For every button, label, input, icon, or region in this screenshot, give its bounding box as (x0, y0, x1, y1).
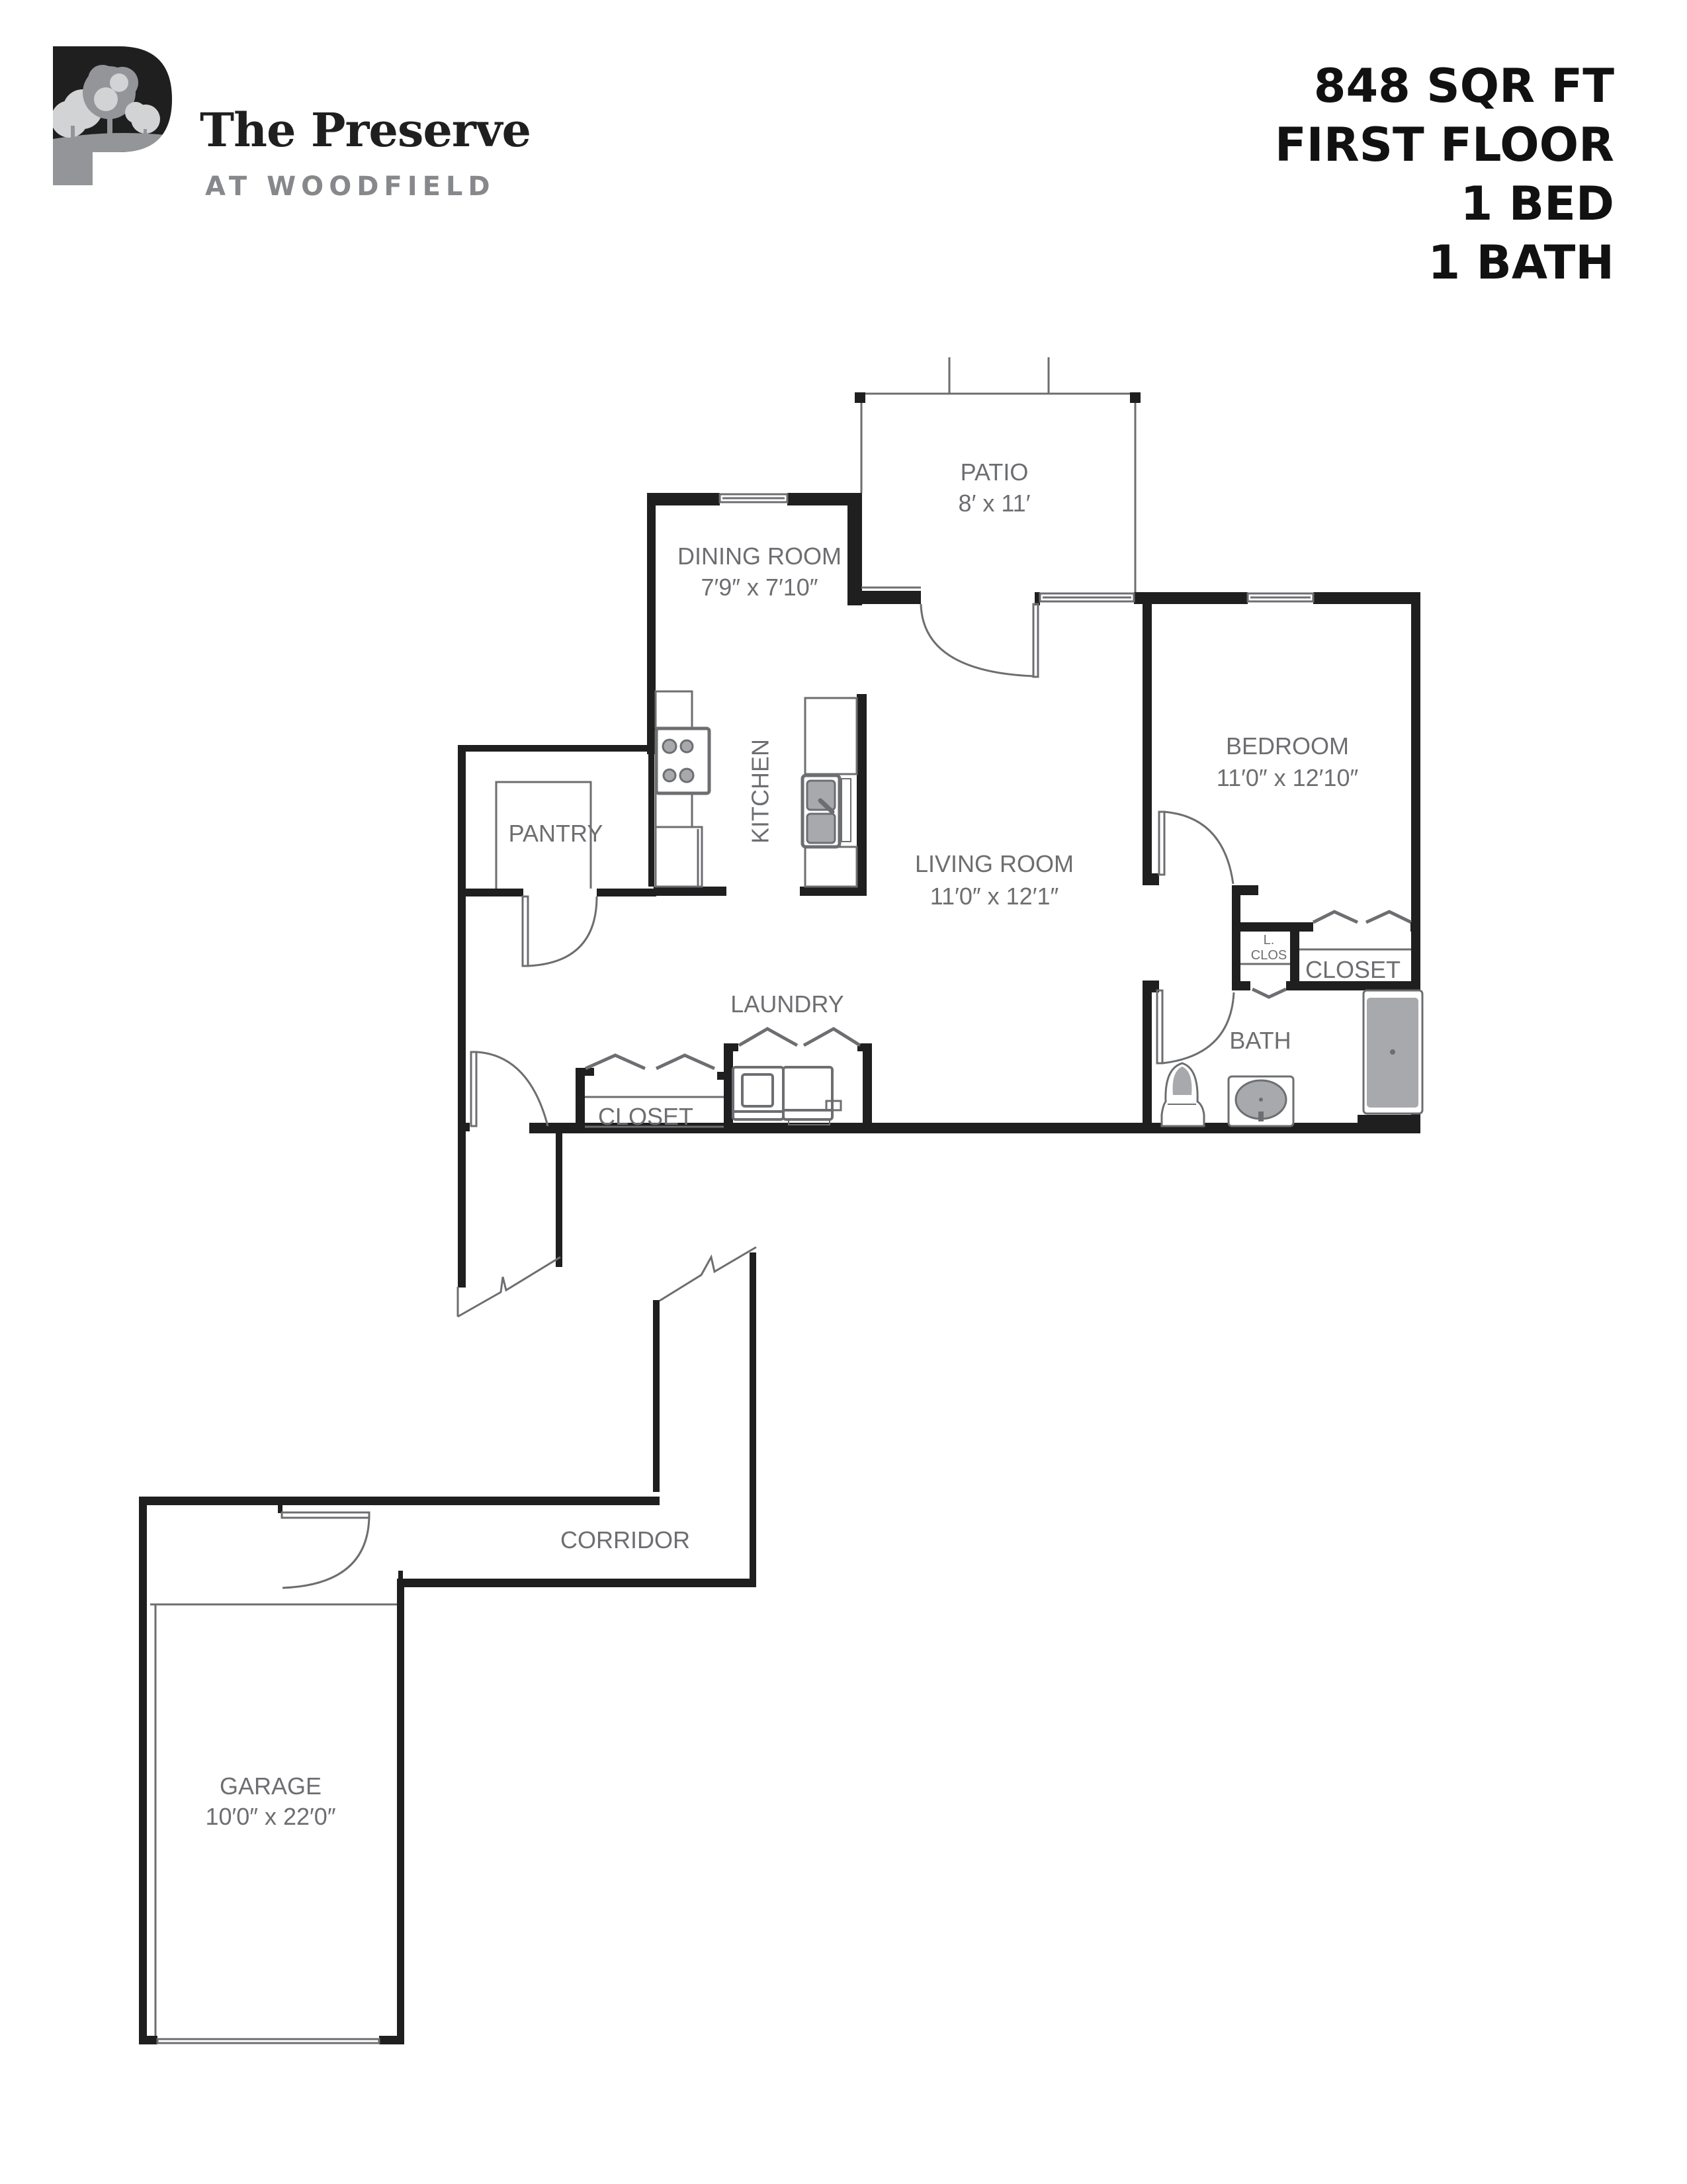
break-lines (456, 1246, 757, 1318)
room-labels: PATIO 8′ x 11′ DINING ROOM 7′9″ x 7′10″ … (205, 459, 1401, 1830)
garage-label: GARAGE (220, 1772, 322, 1800)
patio-post-left (855, 392, 865, 403)
dining-size: 7′9″ x 7′10″ (701, 574, 818, 601)
corridor-label: CORRIDOR (560, 1526, 690, 1553)
patio-label: PATIO (961, 459, 1029, 486)
spec-baths: 1 BATH (1428, 236, 1614, 290)
dining-label: DINING ROOM (677, 543, 842, 570)
living-size: 11′0″ x 12′1″ (930, 883, 1059, 910)
brand-title: The Preserve (200, 103, 531, 157)
spec-floor: FIRST FLOOR (1274, 118, 1614, 172)
patio-size: 8′ x 11′ (959, 490, 1031, 517)
linen-closet-label-1: L. (1264, 933, 1275, 947)
bath-sink-icon (1227, 1075, 1295, 1127)
bedroom-size: 11′0″ x 12′10″ (1217, 764, 1359, 791)
windows (156, 493, 1315, 2044)
brand-header: The Preserve AT WOODFIELD (53, 46, 531, 200)
brand-subtitle: AT WOODFIELD (205, 171, 496, 202)
kitchen-sink-icon (800, 773, 851, 849)
spec-area: 848 SQR FT (1313, 59, 1614, 113)
linen-closet-label-2: CLOS (1251, 948, 1287, 963)
toilet-icon (1160, 1062, 1205, 1127)
bedroom-label: BEDROOM (1226, 732, 1349, 760)
bedroom-closet-label: CLOSET (1305, 956, 1401, 983)
pantry-label: PANTRY (509, 820, 603, 847)
kitchen-label: KITCHEN (747, 739, 774, 844)
garage-size: 10′0″ x 22′0″ (205, 1803, 335, 1830)
patio-post-right (1130, 392, 1141, 403)
hall-closet-label: CLOSET (598, 1103, 693, 1130)
bath-label: BATH (1229, 1027, 1291, 1054)
spec-beds: 1 BED (1460, 177, 1614, 231)
exterior-walls (139, 493, 1420, 2044)
doors (281, 603, 1235, 1589)
unit-specs: 848 SQR FT FIRST FLOOR 1 BED 1 BATH (1275, 57, 1614, 292)
bifold-doors (584, 910, 1412, 1070)
laundry-label: LAUNDRY (730, 990, 844, 1018)
p-letter-trees-logo-icon (53, 46, 172, 185)
garage-door (156, 2038, 380, 2044)
bathtub-icon (1362, 989, 1424, 1115)
stove-icon (654, 726, 711, 795)
washer-dryer-icon (732, 1066, 842, 1125)
living-label: LIVING ROOM (915, 850, 1074, 877)
closet-shelves (150, 781, 1411, 2036)
